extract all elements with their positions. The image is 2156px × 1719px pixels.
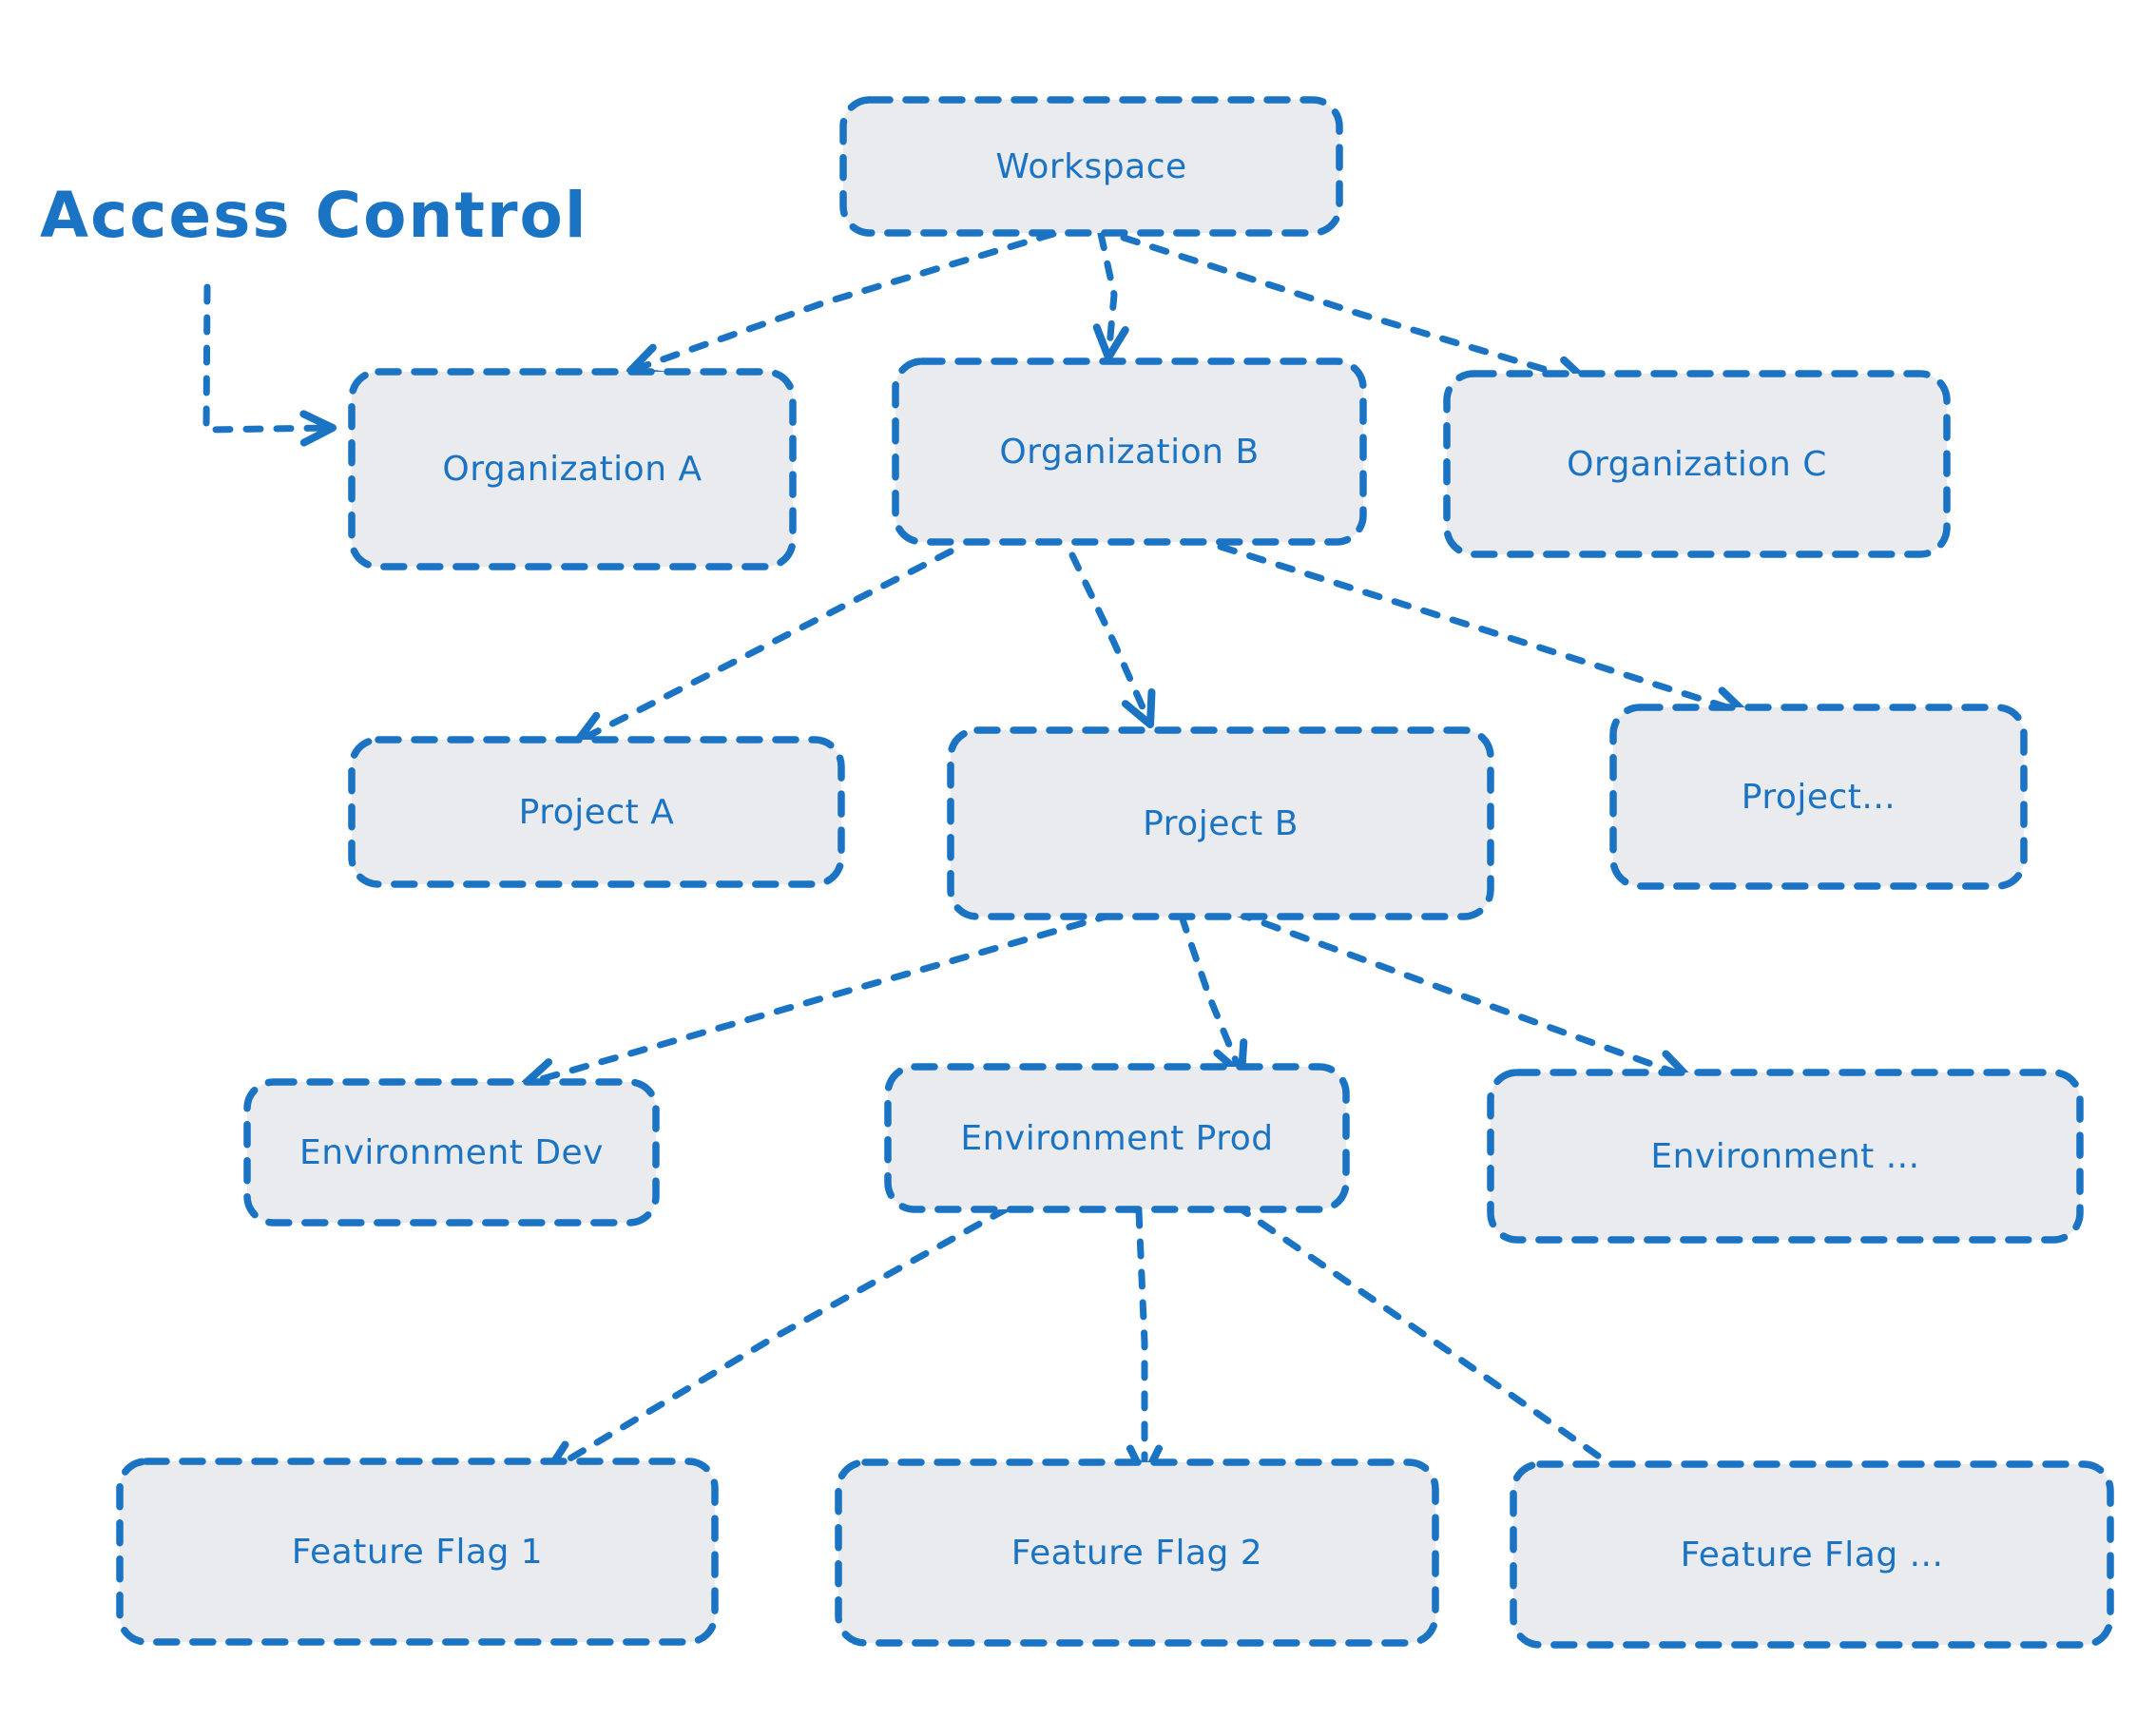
node-env-prod xyxy=(884,1063,1350,1213)
edge-line-workspace-to-org-c xyxy=(1120,234,1591,386)
arrowhead-icon xyxy=(1092,323,1129,361)
edge-line-org-b-to-project-a xyxy=(573,548,954,745)
node-flag-more xyxy=(1510,1460,2114,1649)
arrowhead-icon xyxy=(299,410,337,447)
edge-line-workspace-to-org-b xyxy=(1097,230,1118,361)
edge-line-project-b-to-env-more xyxy=(1232,909,1692,1081)
edge-line-access-control-label-to-org-a xyxy=(202,283,337,434)
edge-line-org-b-to-project-more xyxy=(1217,543,1749,717)
edge-env-prod-to-flag-more xyxy=(1232,1202,1665,1504)
node-project-b xyxy=(947,726,1494,920)
edge-org-b-to-project-a xyxy=(573,548,954,745)
node-project-a xyxy=(348,736,845,888)
node-flag-2 xyxy=(835,1458,1439,1647)
node-org-b xyxy=(892,357,1367,546)
edge-org-b-to-project-b xyxy=(1068,551,1156,728)
edge-workspace-to-org-b xyxy=(1092,230,1129,361)
edge-line-org-b-to-project-b xyxy=(1068,551,1154,728)
edge-project-b-to-env-more xyxy=(1232,909,1692,1085)
node-org-a xyxy=(348,368,797,570)
node-org-c xyxy=(1443,370,1951,558)
edge-workspace-to-org-a xyxy=(626,230,1057,379)
edge-org-b-to-project-more xyxy=(1217,543,1749,723)
edge-line-workspace-to-org-a xyxy=(626,230,1057,375)
edge-project-b-to-env-prod xyxy=(1178,913,1248,1078)
node-flag-1 xyxy=(116,1458,719,1646)
node-project-more xyxy=(1609,704,2028,890)
edge-line-env-prod-to-flag-1 xyxy=(544,1206,1010,1476)
edge-line-env-prod-to-flag-2 xyxy=(1135,1207,1148,1481)
arrowhead-icon xyxy=(1121,688,1156,728)
node-env-dev xyxy=(243,1078,660,1226)
edge-env-prod-to-flag-2 xyxy=(1126,1207,1164,1481)
edge-line-env-prod-to-flag-more xyxy=(1232,1202,1665,1504)
node-workspace xyxy=(839,96,1343,237)
edge-access-control-label-to-org-a xyxy=(202,283,337,447)
edge-env-prod-to-flag-1 xyxy=(544,1206,1010,1476)
edge-line-project-b-to-env-dev xyxy=(521,911,1116,1088)
edge-line-project-b-to-env-prod xyxy=(1178,913,1245,1078)
node-env-more xyxy=(1487,1069,2084,1244)
